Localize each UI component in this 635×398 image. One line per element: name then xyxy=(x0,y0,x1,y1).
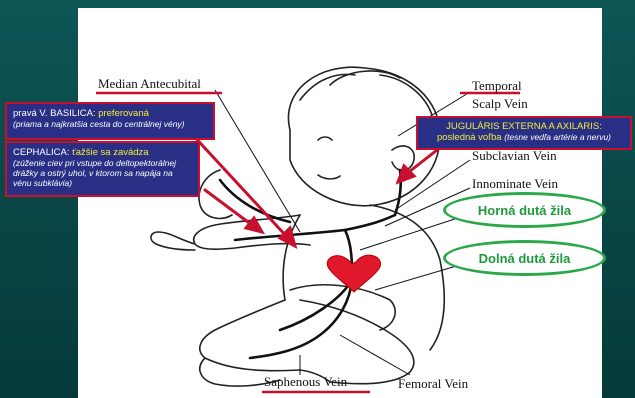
label-innominate-vein: Innominate Vein xyxy=(472,176,558,192)
oval-upper-vena-cava: Horná dutá žila xyxy=(443,192,606,228)
label-saphenous-vein: Saphenous Vein xyxy=(264,374,347,390)
heart-icon xyxy=(327,255,380,292)
label-temporal: Temporal xyxy=(472,78,522,94)
callout-basilica: pravá V. BASILICA: preferovaná (priama a… xyxy=(5,102,215,140)
label-subclavian-vein: Subclavian Vein xyxy=(472,148,557,164)
basilica-accent: preferovaná xyxy=(98,108,149,119)
basilica-title: pravá V. BASILICA: xyxy=(13,108,98,119)
jugularis-subtitle: (tesne vedľa artérie a nervu) xyxy=(504,132,611,142)
cephalica-subtitle: (zúženie ciev pri vstupe do deltopektorá… xyxy=(13,158,192,188)
callout-jugularis: JUGULÁRIS EXTERNA A AXILARIS: posledná v… xyxy=(416,116,632,150)
cephalica-accent: ťažšie sa zavádza xyxy=(72,147,148,158)
oval-lower-vena-cava: Dolná dutá žila xyxy=(443,240,606,276)
jugularis-accent: posledná voľba xyxy=(437,132,502,143)
basilica-subtitle: (priama a najkratšia cesta do centrálnej… xyxy=(13,119,207,129)
label-median-antecubital: Median Antecubital xyxy=(98,76,201,92)
label-femoral-vein: Femoral Vein xyxy=(398,376,468,392)
callout-cephalica: CEPHALICA: ťažšie sa zavádza (zúženie ci… xyxy=(5,141,200,197)
cephalica-title: CEPHALICA: xyxy=(13,147,72,158)
label-scalp-vein: Scalp Vein xyxy=(472,96,528,112)
jugularis-title: JUGULÁRIS EXTERNA A AXILARIS: xyxy=(424,121,624,132)
